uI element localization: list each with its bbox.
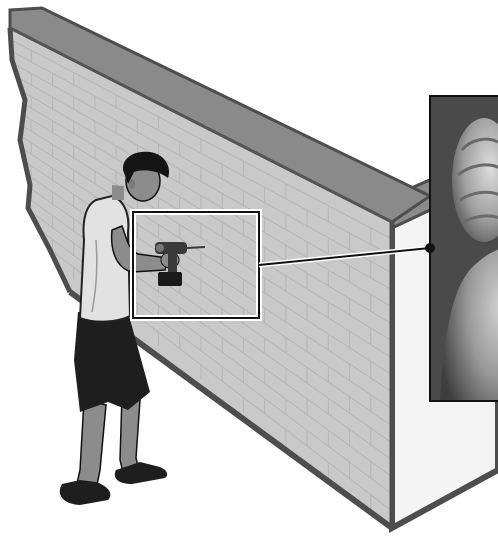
main-wall: [10, 8, 430, 528]
front-shoe: [60, 480, 111, 505]
zoom-inset: [430, 96, 498, 420]
